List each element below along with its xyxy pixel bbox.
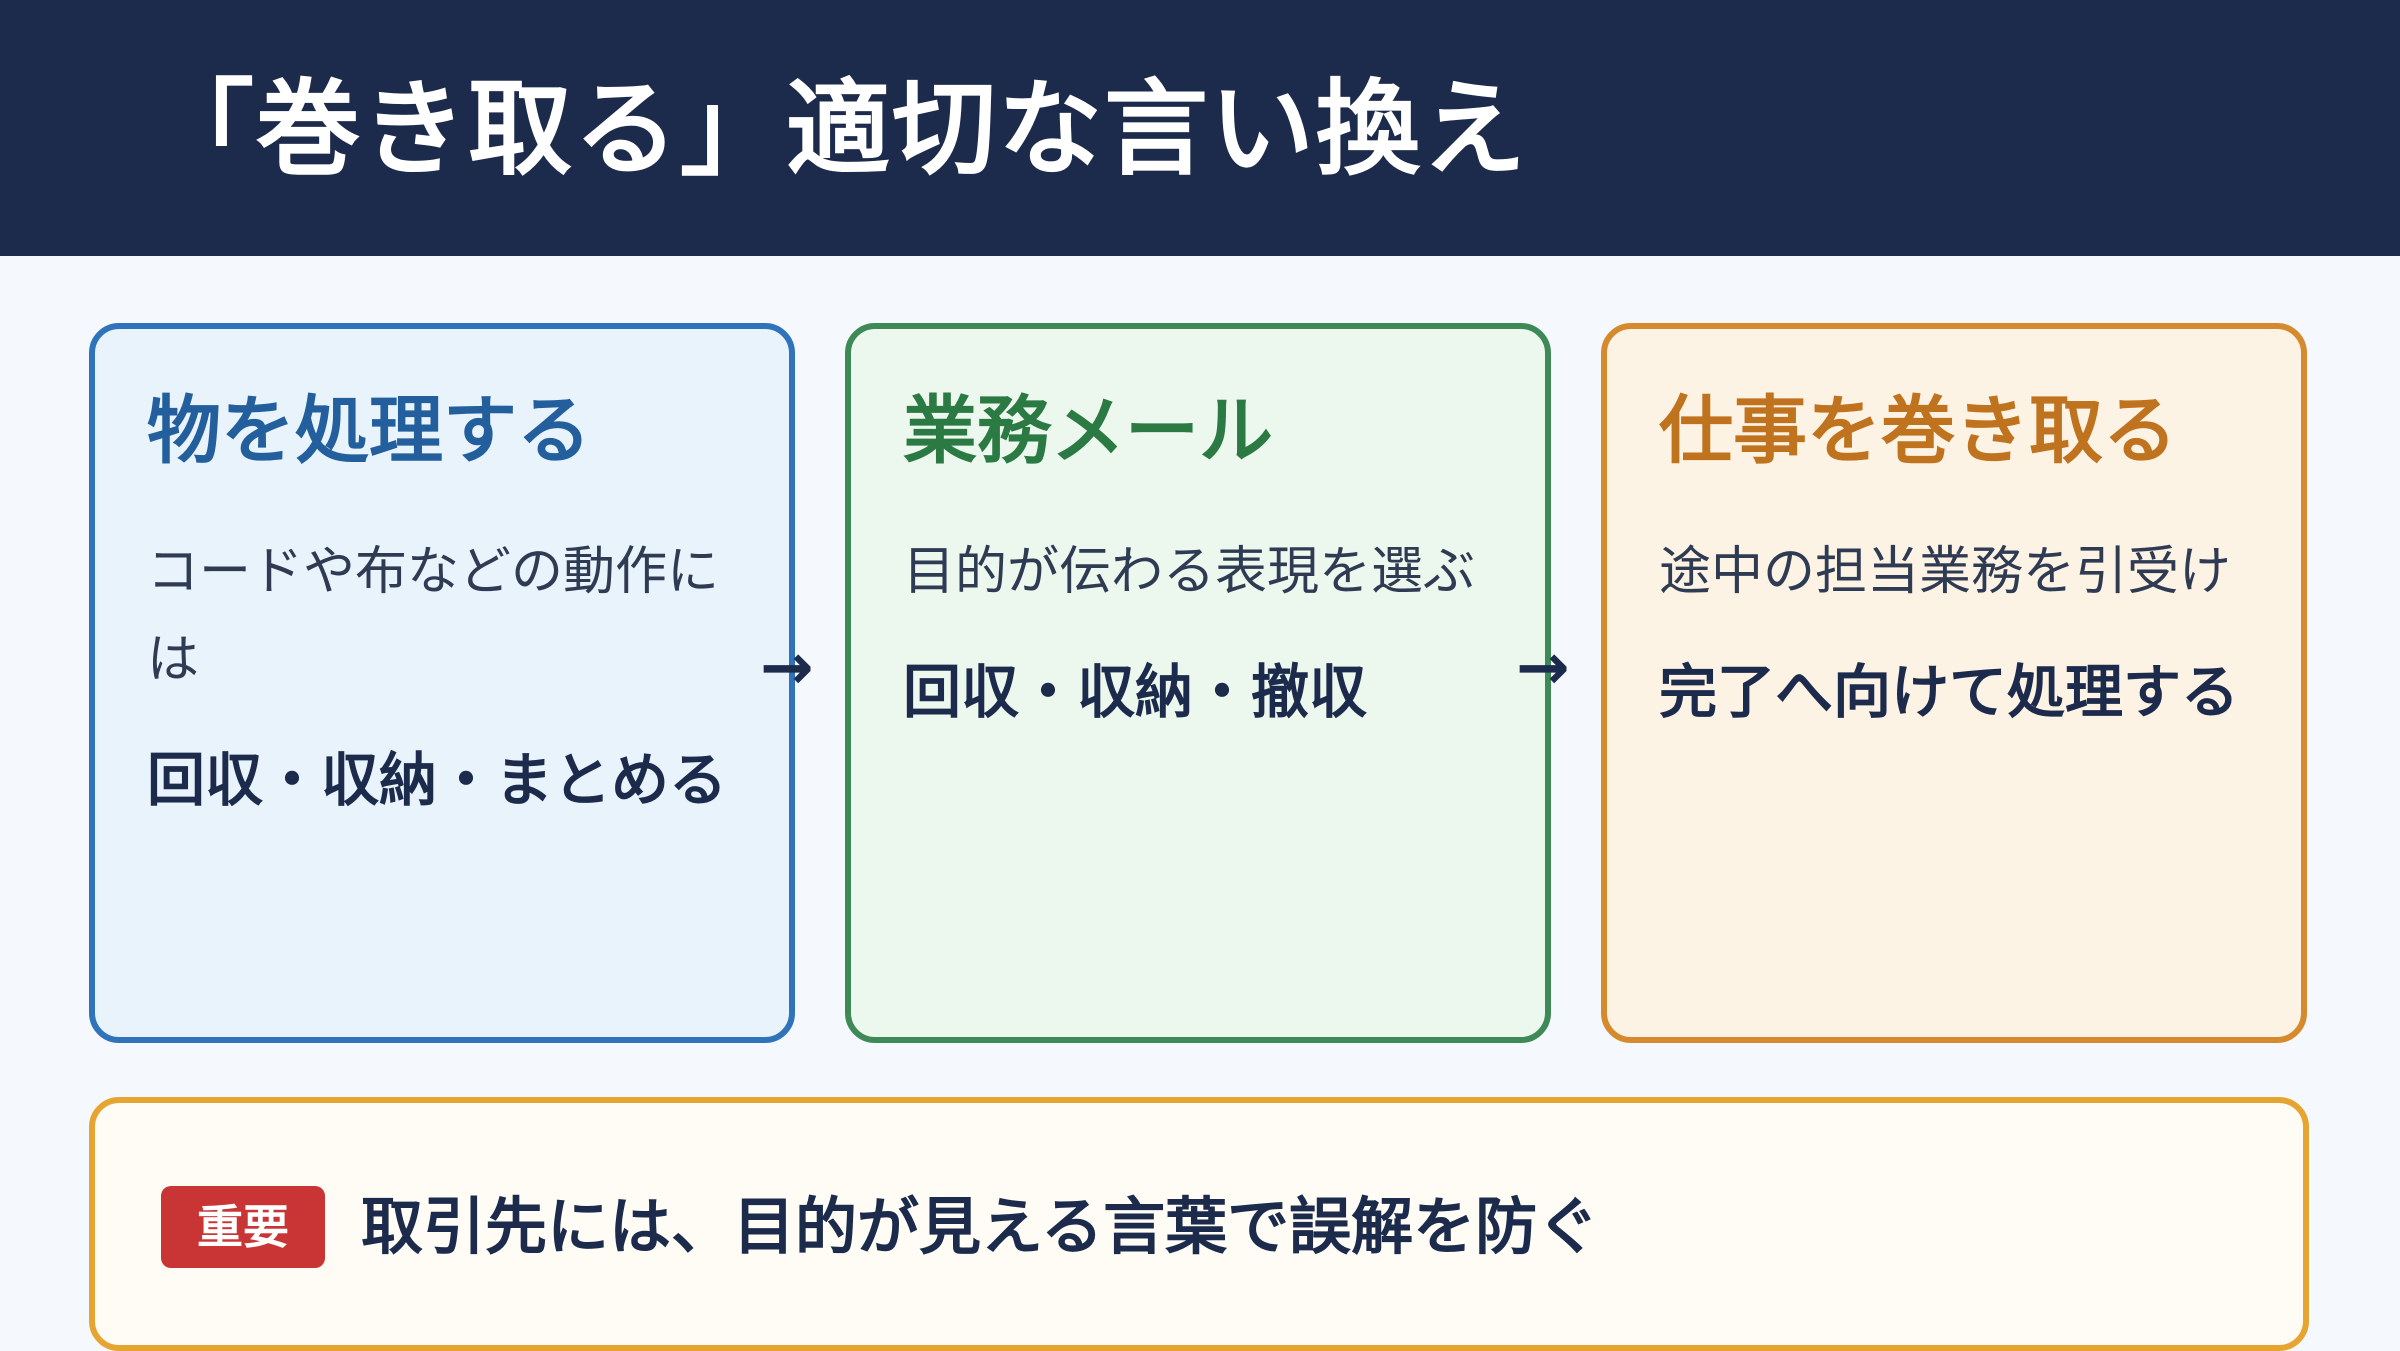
card-business-mail: 業務メール 目的が伝わる表現を選ぶ 回収・収納・撤収	[845, 323, 1551, 1043]
card-description: コードや布などの動作には	[147, 541, 720, 690]
card-description: 目的が伝わる表現を選ぶ	[903, 541, 1476, 602]
card-handle-objects: 物を処理する コードや布などの動作には 回収・収納・まとめる	[89, 323, 795, 1043]
card-result: 回収・収納・まとめる	[147, 745, 728, 814]
card-result: 完了へ向けて処理する	[1659, 657, 2240, 726]
page-title: 「巻き取る」適切な言い換え	[150, 68, 1529, 190]
card-take-over-work: 仕事を巻き取る 途中の担当業務を引受け 完了へ向けて処理する	[1601, 323, 2307, 1043]
arrow-right-icon: →	[1516, 631, 1570, 705]
important-note: 重要 取引先には、目的が見える言葉で誤解を防ぐ	[89, 1097, 2309, 1351]
note-text: 取引先には、目的が見える言葉で誤解を防ぐ	[361, 1190, 1600, 1263]
important-badge: 重要	[161, 1186, 325, 1268]
card-heading: 仕事を巻き取る	[1659, 388, 2177, 474]
header-bar: 「巻き取る」適切な言い換え	[0, 0, 2400, 256]
card-result: 回収・収納・撤収	[903, 657, 1368, 726]
card-heading: 業務メール	[903, 388, 1273, 474]
card-heading: 物を処理する	[147, 388, 591, 474]
card-description: 途中の担当業務を引受け	[1659, 541, 2232, 602]
arrow-right-icon: →	[760, 631, 814, 705]
